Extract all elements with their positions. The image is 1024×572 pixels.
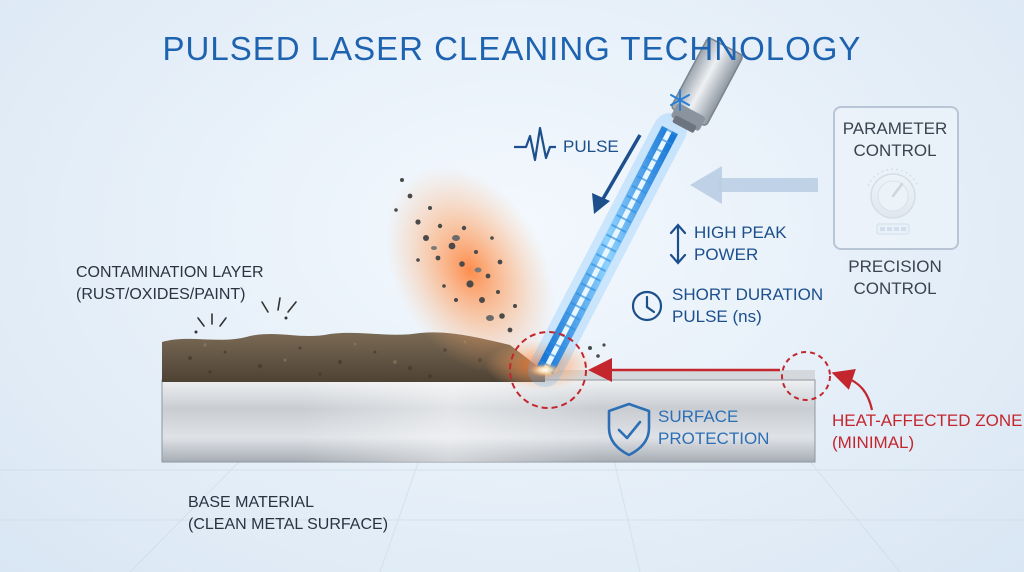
background-grid xyxy=(0,399,1024,572)
heat-affected-zone-label: HEAT-AFFECTED ZONE (MINIMAL) xyxy=(832,410,1022,454)
parameter-control-label: PARAMETER CONTROL xyxy=(835,118,955,162)
short-duration-line-2: PULSE (ns) xyxy=(672,307,762,326)
precision-control-line-2: CONTROL xyxy=(853,279,937,298)
parameter-control-line-1: PARAMETER xyxy=(842,119,948,138)
high-peak-power-line-2: POWER xyxy=(694,245,759,264)
snowflake-icon xyxy=(670,89,690,111)
surface-protection-line-2: PROTECTION xyxy=(658,429,770,448)
pulse-direction-arrow xyxy=(592,134,642,214)
base-material-label: BASE MATERIAL (CLEAN METAL SURFACE) xyxy=(188,492,388,536)
surface-protection-line-1: SURFACE xyxy=(658,407,739,426)
laser-beam xyxy=(528,113,687,387)
parameter-control-line-2: CONTROL xyxy=(853,141,937,160)
surface-protection-label: SURFACE PROTECTION xyxy=(658,406,769,450)
page-title: PULSED LASER CLEANING TECHNOLOGY xyxy=(162,30,862,67)
high-peak-power-label: HIGH PEAK POWER xyxy=(694,222,787,266)
ejected-particles xyxy=(394,178,606,358)
haz-line-1: HEAT-AFFECTED ZONE xyxy=(832,411,1023,430)
short-duration-pulse-label: SHORT DURATION PULSE (ns) xyxy=(672,284,823,328)
contamination-debris-flicks xyxy=(194,297,297,334)
precision-control-line-1: PRECISION xyxy=(848,257,942,276)
contamination-line-2: (RUST/OXIDES/PAINT) xyxy=(76,286,246,303)
pulse-wave-icon xyxy=(514,126,556,162)
precision-control-label: PRECISION CONTROL xyxy=(835,256,955,300)
contamination-layer-label: CONTAMINATION LAYER (RUST/OXIDES/PAINT) xyxy=(76,262,264,306)
control-arrow xyxy=(690,166,818,204)
parameter-control-panel xyxy=(833,106,959,250)
haz-line-2: (MINIMAL) xyxy=(832,433,915,452)
short-duration-line-1: SHORT DURATION xyxy=(672,285,824,304)
base-material-plate xyxy=(161,370,816,463)
base-material-line-1: BASE MATERIAL xyxy=(188,494,314,511)
base-material-line-2: (CLEAN METAL SURFACE) xyxy=(188,516,389,533)
pulse-label: PULSE xyxy=(563,137,619,156)
heat-affected-zone-markers xyxy=(509,331,874,411)
up-down-arrow-icon xyxy=(669,223,687,265)
shield-check-icon xyxy=(607,402,651,457)
contamination-line-1: CONTAMINATION LAYER xyxy=(76,264,264,281)
high-peak-power-line-1: HIGH PEAK xyxy=(694,223,787,242)
clock-icon xyxy=(631,290,663,322)
